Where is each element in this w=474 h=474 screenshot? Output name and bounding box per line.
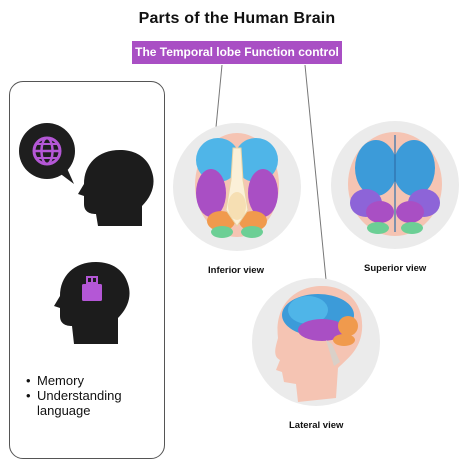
list-item: •Understanding (26, 388, 122, 403)
page-title: Parts of the Human Brain (138, 10, 336, 27)
superior-view-label: Superior view (364, 263, 427, 274)
pointer-line-lateral (304, 64, 329, 301)
speech-bubble (19, 123, 75, 184)
usb-chip-icon (82, 276, 102, 301)
subtitle-banner: The Temporal lobe Function control (132, 41, 342, 64)
inferior-view-illustration (173, 123, 301, 251)
head-silhouette-icon (78, 150, 154, 226)
head-silhouette-icon (54, 262, 130, 344)
globe-icon (32, 136, 62, 166)
list-item: •Memory (26, 373, 84, 388)
lateral-view-label: Lateral view (289, 420, 344, 431)
lateral-view-illustration (252, 278, 380, 406)
function-list: •Memory •Understanding language (26, 373, 122, 418)
superior-view-illustration (331, 121, 459, 249)
inferior-view-label: Inferior view (208, 265, 265, 276)
list-item: language (37, 403, 91, 418)
